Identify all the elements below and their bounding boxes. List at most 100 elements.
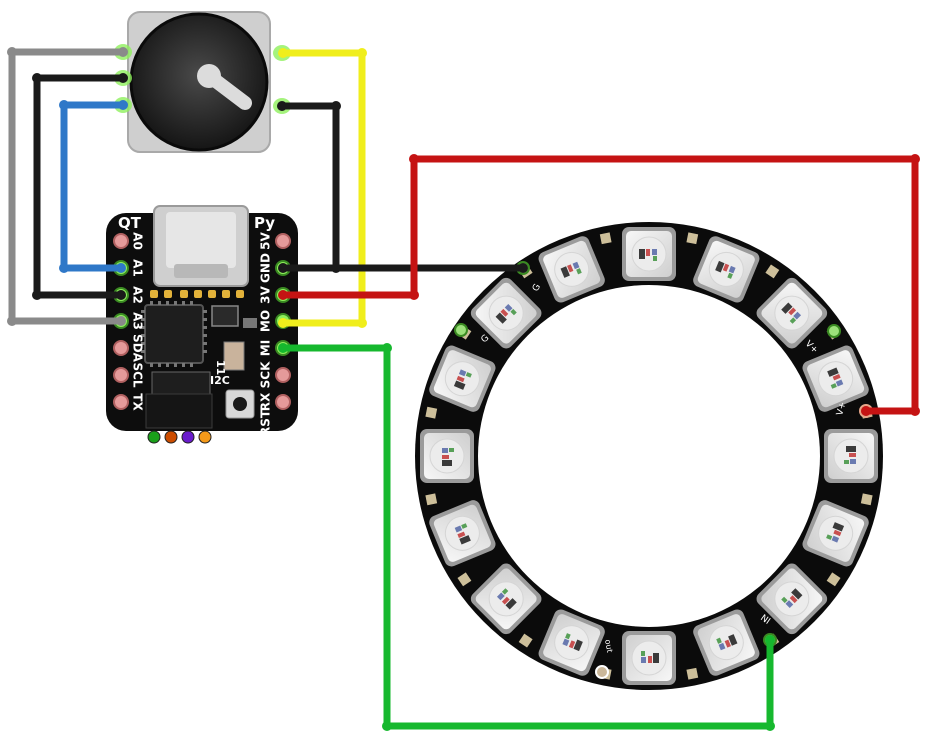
wire-node	[118, 47, 128, 57]
wire-node	[765, 635, 775, 645]
stemma-dot	[164, 430, 178, 444]
ring-hole	[478, 285, 820, 627]
neopixel-led	[622, 227, 676, 281]
pin-pad-tx[interactable]	[113, 394, 129, 410]
neopixel-led	[538, 609, 605, 676]
wire-black-a2[interactable]	[33, 74, 127, 299]
pin-label-sda: SDA	[131, 334, 145, 363]
wire-node	[518, 263, 528, 273]
wire-black-gnd[interactable]	[278, 102, 527, 272]
mcu-pins	[141, 301, 207, 367]
pin-pad-a0[interactable]	[113, 233, 129, 249]
neopixel-led	[470, 277, 542, 349]
neopixel-led	[824, 429, 878, 483]
neopixel-led	[693, 236, 760, 303]
neopixel-led	[802, 345, 869, 412]
wire-red-3v[interactable]	[279, 155, 919, 415]
usb-c-face	[166, 212, 236, 268]
neopixel-led	[429, 500, 496, 567]
pin-label-scl: SCL	[131, 362, 145, 387]
ring-capacitor	[425, 406, 438, 419]
wire-node	[59, 100, 69, 110]
wire-node	[277, 101, 287, 111]
wire-node	[409, 154, 419, 164]
wire-node	[910, 154, 920, 164]
regulator	[211, 305, 239, 327]
wire-blue-a1[interactable]	[60, 101, 127, 272]
reset-button-cap	[233, 397, 247, 411]
board-pin11-label: 11	[214, 360, 227, 375]
neopixel-led	[802, 500, 869, 567]
wire-node	[118, 100, 128, 110]
ring-label-vplus-right: V+	[835, 401, 848, 417]
ring-capacitor	[765, 264, 780, 279]
wire-node	[382, 721, 392, 731]
ring-capacitor	[425, 493, 438, 506]
wire-node	[765, 721, 775, 731]
stemma-dot	[147, 430, 161, 444]
wire-yellow-mo[interactable]	[279, 49, 366, 327]
wire-node	[32, 73, 42, 83]
wire-node	[357, 48, 367, 58]
capacitor	[223, 341, 245, 371]
board-title-left: QT	[118, 214, 142, 232]
wire-node	[910, 406, 920, 416]
wire-node	[32, 290, 42, 300]
wire-node	[7, 47, 17, 57]
pin-label-a3: A3	[131, 312, 145, 330]
pin-pad-sck[interactable]	[275, 367, 291, 383]
pin-label-mo: MO	[259, 310, 273, 332]
ring-capacitor	[457, 572, 472, 587]
wire-node	[357, 318, 367, 328]
wire-node	[278, 318, 288, 328]
ring-pad-vplus-2[interactable]	[827, 324, 841, 338]
neopixel-led	[538, 236, 605, 303]
pin-label-rst: RST	[259, 409, 273, 436]
wire-node	[278, 290, 288, 300]
pin-pad-sda[interactable]	[113, 340, 129, 356]
wire-node	[278, 263, 288, 273]
pin-label-a2: A2	[131, 286, 145, 304]
wire-nodes	[7, 47, 920, 731]
stemma-dot	[198, 430, 212, 444]
pin-label-sck: SCK	[259, 361, 273, 388]
ring-capacitor	[826, 572, 841, 587]
stemma-dot	[181, 430, 195, 444]
pin-label-3v: 3V	[259, 285, 273, 303]
wire-node	[278, 343, 288, 353]
ring-pad-gnd-2[interactable]	[454, 323, 468, 337]
ring-capacitor	[686, 232, 699, 245]
wire-node	[116, 290, 126, 300]
pin-pad-rx[interactable]	[275, 394, 291, 410]
wire-node	[278, 48, 288, 58]
stemma-color-dots	[147, 430, 212, 444]
ring-pad-data-out[interactable]	[595, 665, 609, 679]
wire-node	[118, 73, 128, 83]
neopixel-ring: G G V+ V+ NI out	[415, 222, 883, 690]
pot-pointer-base	[197, 64, 221, 88]
wire-node	[382, 343, 392, 353]
pin-pad-5v[interactable]	[275, 233, 291, 249]
wire-node	[116, 263, 126, 273]
wire-node	[331, 101, 341, 111]
board-title-right: Py	[254, 214, 275, 232]
neopixel-led	[420, 429, 474, 483]
flash-chip	[151, 371, 211, 395]
mcu-chip	[144, 304, 204, 364]
pin-pad-scl[interactable]	[113, 367, 129, 383]
wire-node	[409, 290, 419, 300]
wire-gray-a3[interactable]	[8, 48, 127, 325]
neopixel-led	[622, 631, 676, 685]
ring-capacitor	[686, 667, 699, 680]
pin-label-tx: TX	[131, 393, 145, 411]
pin-label-gnd: GND	[259, 253, 273, 283]
smd-part	[243, 318, 257, 328]
ring-capacitor	[860, 493, 873, 506]
stemma-qt-connector[interactable]	[145, 393, 213, 429]
ring-label-g-left: G	[480, 333, 492, 345]
neopixel-led	[693, 609, 760, 676]
neopixel-led	[756, 277, 828, 349]
wire-node	[861, 406, 871, 416]
